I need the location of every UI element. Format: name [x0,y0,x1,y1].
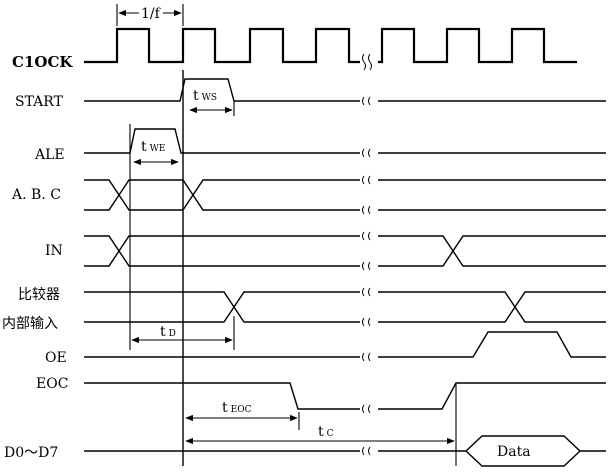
label-compare-1: 比较器 [18,287,60,303]
clock-waveform [84,27,577,64]
label-clock: C1OCK [12,53,73,71]
label-oe: OE [45,350,67,366]
label-start: START [15,94,64,110]
eoc-waveform [84,382,606,410]
period-label: 1/f [141,6,162,22]
oe-waveform [84,331,606,358]
label-data-bus: D0～D7 [4,445,58,461]
compare-waveform [84,291,606,323]
label-abc: A. B. C [11,187,61,203]
abc-waveform [84,179,606,211]
ale-waveform [84,128,606,154]
label-ale: ALE [34,147,65,163]
start-waveform [84,78,606,102]
data-label: Data [497,444,531,460]
in-waveform [84,235,606,267]
data-bus-waveform [84,435,606,467]
label-eoc: EOC [36,376,68,392]
break-marks [362,53,372,456]
label-compare-2: 内部输入 [2,316,58,332]
label-in: IN [45,243,63,259]
